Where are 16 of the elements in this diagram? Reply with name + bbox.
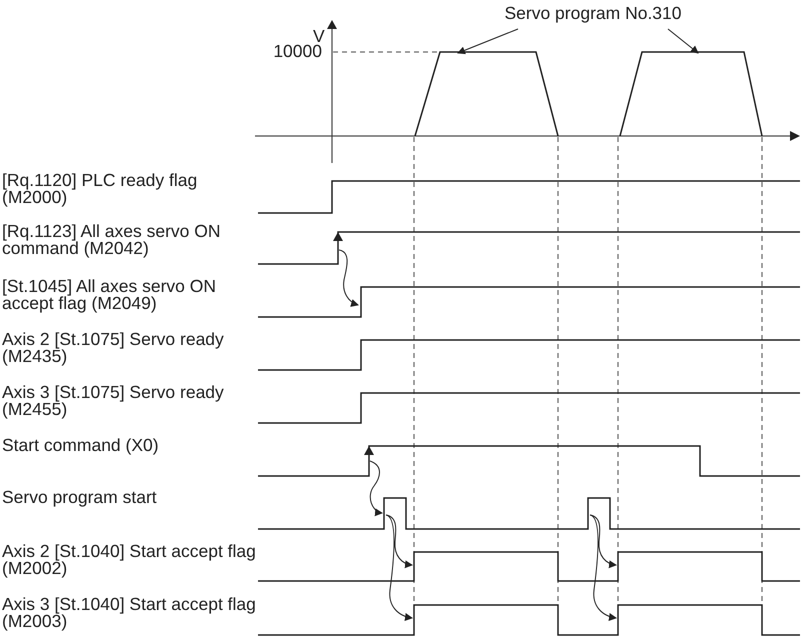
velocity-profile (619, 51, 763, 136)
signal-name: Axis 2 [St.1040] Start accept flag (M2002) (2, 543, 257, 577)
signal-name: [Rq.1123] All axes servo ON command (M2042) (2, 223, 222, 257)
signal-name: [Rq.1120] PLC ready flag (M2000) (2, 172, 198, 206)
leader-arrow (668, 28, 699, 54)
axis-value: 10000 (272, 43, 322, 60)
signal-name: Axis 3 [St.1075] Servo ready (M2455) (2, 384, 225, 418)
axis-label: V (313, 28, 325, 45)
leader-arrow (457, 28, 518, 54)
callout-text: Servo program No.310 (488, 5, 698, 22)
signal-name: Axis 2 [St.1075] Servo ready (M2435) (2, 331, 225, 365)
velocity-profile (414, 51, 559, 136)
signal-name: [St.1045] All axes servo ON accept flag (M2049) (2, 278, 217, 312)
signal-name: Servo program start (2, 489, 158, 506)
signal-name: Start command (X0) (2, 437, 160, 454)
signal-name: Axis 3 [St.1040] Start accept flag (M2003) (2, 596, 257, 630)
